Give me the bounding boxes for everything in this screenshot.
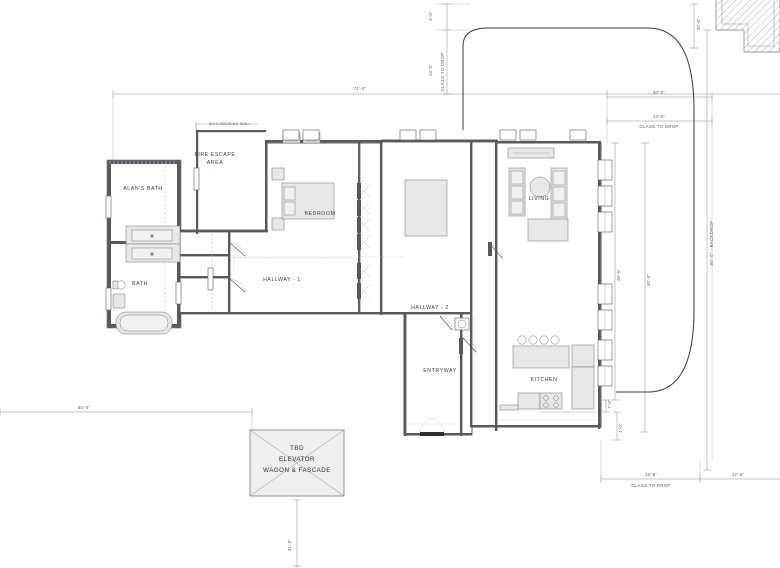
alans-bath-fixtures — [125, 225, 181, 263]
dimension-lines-bottom — [0, 408, 780, 568]
closet-indicators — [233, 246, 355, 270]
tbd-box-line3: WAGON & FASCADE — [263, 467, 331, 474]
bath-fixtures — [112, 280, 173, 335]
dim-49-6: 49'-6" — [616, 269, 621, 281]
fire-escape-area — [195, 122, 258, 132]
room-label-bath: BATH — [132, 281, 148, 287]
kitchen-furniture — [499, 335, 597, 413]
hallway-door-swings — [228, 241, 504, 333]
wall-hatch-ticks — [109, 161, 175, 164]
note-glass-to-drop-top: GLASS TO DROP — [639, 124, 678, 129]
right-wall-windows — [597, 159, 613, 387]
room-label-hallway-2: HALLWAY - 2 — [411, 305, 449, 311]
note-backdrop: 80'-0" - BACKDROP — [709, 221, 714, 266]
dim-14-0-left: 14'-0" — [428, 64, 433, 76]
dimension-lines-vertical-left — [436, 3, 470, 95]
note-glass-to-drop-bottom: GLASS TO DROP — [631, 483, 670, 488]
dimension-lines-vertical-right — [602, 3, 711, 471]
dim-31-0: 31'-0" — [287, 539, 292, 551]
center-room-rug — [404, 179, 448, 237]
tbd-box-line2: ELEVATOR — [279, 456, 315, 463]
note-wild-backing-wall: WILD BACKING WALL — [209, 122, 251, 126]
dim-30-0: 30'-0" — [653, 90, 665, 95]
tbd-elevator-box[interactable] — [249, 429, 345, 497]
dim-71-0: 71'-0" — [354, 86, 366, 91]
exterior-walls — [106, 139, 602, 436]
room-label-hallway-1: HALLWAY - 1 — [263, 277, 301, 283]
dim-12-6: 12'-6" — [732, 472, 744, 477]
top-wall-windows — [282, 129, 587, 141]
dim-40-0: 40'-0" — [646, 274, 651, 286]
room-label-entryway: ENTRYWAY — [423, 368, 457, 374]
dim-50-0: 50'-0" — [78, 405, 90, 410]
room-label-alans-bath: ALAN'S BATH — [123, 186, 163, 192]
room-label-fire-escape-line2: AREA — [207, 160, 224, 166]
bifold-doors-column — [357, 183, 371, 299]
curved-backdrop-wall — [462, 27, 695, 393]
windows-left — [105, 167, 214, 311]
room-label-living: LIVING — [529, 196, 550, 202]
tbd-box-line1: TBD — [290, 445, 304, 452]
existing-structure-hatch — [715, 0, 780, 53]
room-label-kitchen: KITCHEN — [531, 377, 558, 383]
room-label-fire-escape-line1: FIRE ESCAPE — [195, 152, 236, 158]
dim-15-6: 15'-6" — [645, 472, 657, 477]
dim-20-0-right: 20'-0" — [696, 18, 701, 30]
room-label-bedroom: BEDROOM — [304, 211, 335, 217]
living-room-furniture — [507, 147, 569, 242]
entryway-doors — [419, 317, 477, 436]
dim-2-0-top: 2'-0" — [428, 11, 433, 21]
note-glass-to-drop-left: GLASS TO DROP — [440, 52, 445, 91]
dim-14-0: 14'-0" — [653, 114, 665, 119]
dim-7-0: 7'-0" — [607, 399, 612, 409]
dim-4-0: 4'-0" — [618, 423, 623, 433]
